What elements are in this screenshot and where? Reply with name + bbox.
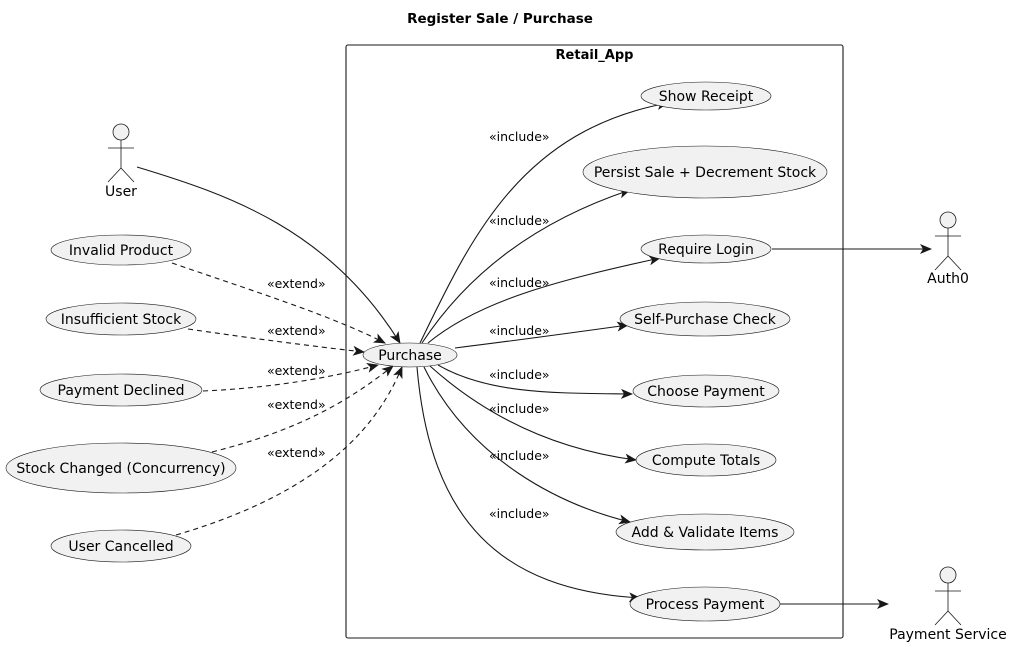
use-case-label: Payment Declined [58,383,185,399]
use-case-label: Add & Validate Items [632,525,779,541]
use-case-choose-payment[interactable]: Choose Payment [632,374,780,408]
label-include-add-validate: «include» [489,448,550,463]
actor-icon [934,211,962,271]
actor-user[interactable]: User [105,123,137,200]
use-case-stock-changed[interactable]: Stock Changed (Concurrency) [5,442,237,494]
relation-labels: «include» «include» «include» «include» … [267,129,550,521]
edge-include-require-login [427,255,661,344]
label-include-choose-payment: «include» [489,367,550,382]
edge-user-purchase [136,166,401,344]
use-case-require-login[interactable]: Require Login [640,234,772,264]
use-case-process-payment[interactable]: Process Payment [629,586,781,622]
edge-extend-insufficient-stock [187,328,365,356]
label-include-show-receipt: «include» [489,129,550,144]
label-extend-stock-changed: «extend» [267,397,326,412]
use-case-label: User Cancelled [68,539,173,555]
relations [136,100,932,609]
edge-extend-invalid-product [171,262,386,344]
use-case-label: Show Receipt [659,89,754,105]
edge-include-persist-sale [421,188,631,344]
edge-include-process-payment [416,366,641,603]
use-case-label: Choose Payment [647,384,765,400]
actor-auth0[interactable]: Auth0 [927,211,969,287]
actor-label: User [105,184,137,200]
use-case-label: Purchase [378,348,442,364]
actor-payment-service[interactable]: Payment Service [889,566,1007,643]
use-case-persist-sale[interactable]: Persist Sale + Decrement Stock [582,145,828,199]
edge-include-self-purchase [454,321,629,349]
use-case-label: Process Payment [646,597,765,613]
use-case-user-cancelled[interactable]: User Cancelled [50,529,192,563]
actor-icon [107,123,135,183]
edge-include-show-receipt [419,100,669,344]
use-case-label: Require Login [658,242,754,258]
edge-extend-stock-changed [211,365,394,453]
label-include-self-purchase: «include» [489,323,550,338]
edge-include-choose-payment [437,364,633,399]
label-extend-insufficient-stock: «extend» [267,323,326,338]
use-case-label: Invalid Product [69,243,174,259]
edge-include-add-validate [423,366,631,525]
use-case-add-validate-items[interactable]: Add & Validate Items [615,513,795,551]
use-case-invalid-product[interactable]: Invalid Product [50,234,192,266]
label-include-persist-sale: «include» [489,213,550,228]
diagram-title: Register Sale / Purchase [407,11,593,27]
edge-extend-user-cancelled [175,366,403,536]
use-case-label: Self-Purchase Check [634,312,777,328]
actor-label: Payment Service [889,627,1006,643]
use-case-label: Compute Totals [652,453,760,469]
use-case-payment-declined[interactable]: Payment Declined [39,373,203,407]
edge-include-compute-totals [429,365,637,464]
use-case-purchase[interactable]: Purchase [362,342,458,368]
use-case-compute-totals[interactable]: Compute Totals [635,443,777,477]
label-extend-invalid-product: «extend» [267,276,326,291]
label-extend-user-cancelled: «extend» [267,445,326,460]
use-case-show-receipt[interactable]: Show Receipt [640,81,772,111]
actor-label: Auth0 [927,271,969,287]
label-extend-payment-declined: «extend» [267,363,326,378]
label-include-require-login: «include» [489,275,550,290]
system-boundary: Retail_App [345,44,844,639]
use-case-self-purchase-check[interactable]: Self-Purchase Check [619,301,791,337]
system-name: Retail_App [556,48,634,63]
label-include-compute-totals: «include» [489,401,550,416]
use-case-label: Insufficient Stock [61,312,182,328]
use-case-insufficient-stock[interactable]: Insufficient Stock [45,302,197,336]
use-case-label: Persist Sale + Decrement Stock [594,165,817,181]
actor-icon [934,566,962,626]
use-case-label: Stock Changed (Concurrency) [16,461,225,477]
label-include-process-payment: «include» [489,506,550,521]
